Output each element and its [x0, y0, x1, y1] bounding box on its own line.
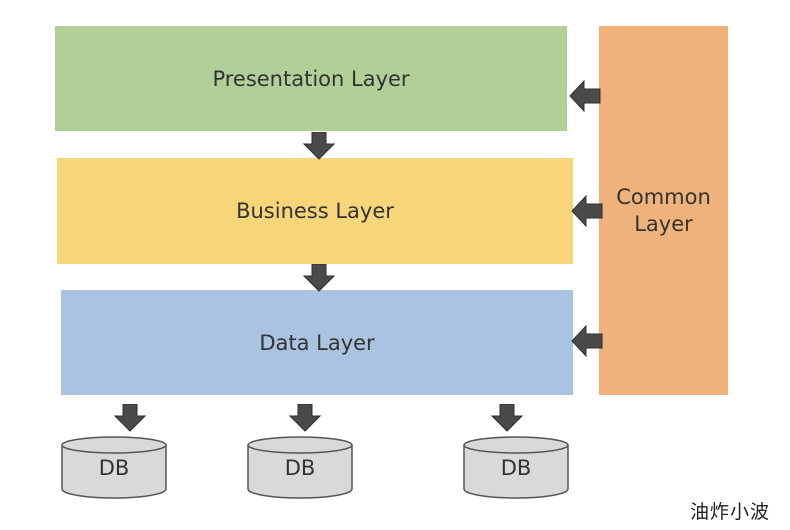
common-layer-label-line2: Layer — [634, 211, 693, 236]
database-2: DB — [247, 436, 353, 500]
common-layer-label-line1: Common — [616, 184, 711, 209]
arrow-left-icon — [571, 325, 603, 357]
database-label: DB — [500, 456, 532, 480]
database-cylinder-icon — [247, 436, 353, 499]
database-cylinder-icon — [463, 436, 569, 499]
database-label: DB — [284, 456, 316, 480]
watermark-text: 油炸小波 — [690, 501, 771, 523]
business-layer-label: Business Layer — [236, 199, 394, 223]
arrow-down-icon — [491, 404, 523, 432]
business-layer: Business Layer — [57, 158, 573, 264]
arrow-left-icon — [569, 80, 601, 112]
database-1: DB — [61, 436, 167, 500]
presentation-layer-label: Presentation Layer — [212, 66, 410, 91]
database-label: DB — [98, 456, 130, 480]
data-layer: Data Layer — [61, 290, 573, 395]
database-cylinder-icon — [61, 436, 167, 499]
arrow-down-icon — [289, 404, 321, 432]
arrow-left-icon — [571, 195, 603, 227]
arrow-down-icon — [303, 132, 335, 160]
arrow-down-icon — [303, 264, 335, 292]
database-3: DB — [463, 436, 569, 500]
common-layer: Common Layer — [599, 26, 728, 395]
arrow-down-icon — [114, 404, 146, 432]
presentation-layer: Presentation Layer — [55, 26, 567, 131]
data-layer-label: Data Layer — [259, 330, 375, 355]
